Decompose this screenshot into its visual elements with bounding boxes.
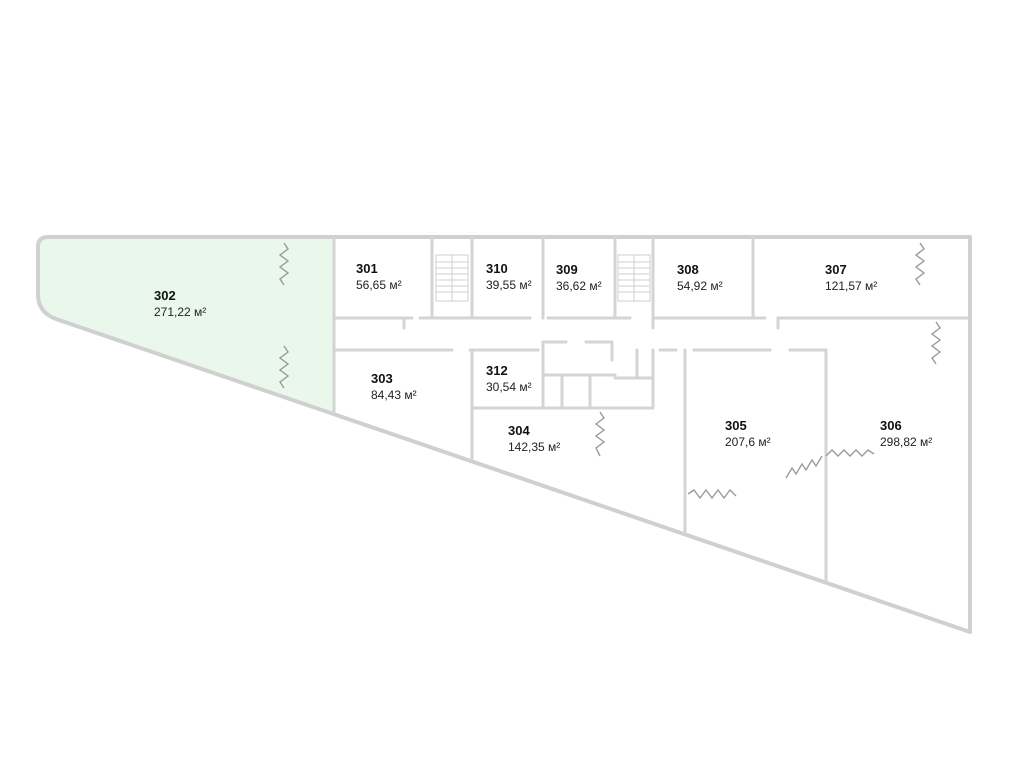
room-303[interactable]: 303 84,43 м²	[371, 371, 417, 402]
room-308[interactable]: 308 54,92 м²	[677, 262, 723, 293]
room-number: 302	[154, 288, 176, 303]
staircase-left	[435, 254, 469, 302]
walls	[332, 235, 970, 582]
room-number: 308	[677, 262, 699, 277]
room-301[interactable]: 301 56,65 м²	[356, 261, 402, 292]
room-number: 306	[880, 418, 902, 433]
room-number: 304	[508, 423, 530, 438]
room-number: 309	[556, 262, 578, 277]
room-305[interactable]: 305 207,6 м²	[725, 418, 771, 449]
room-area: 84,43 м²	[371, 388, 417, 402]
room-area: 54,92 м²	[677, 279, 723, 293]
room-number: 305	[725, 418, 747, 433]
room-area: 56,65 м²	[356, 278, 402, 292]
building-outline	[36, 235, 972, 634]
room-312[interactable]: 312 30,54 м²	[486, 363, 532, 394]
room-304[interactable]: 304 142,35 м²	[508, 423, 560, 454]
room-310[interactable]: 310 39,55 м²	[486, 261, 532, 292]
room-number: 307	[825, 262, 847, 277]
room-area: 121,57 м²	[825, 279, 877, 293]
room-number: 303	[371, 371, 393, 386]
staircase-right	[617, 254, 651, 302]
room-area: 142,35 м²	[508, 440, 560, 454]
room-number: 301	[356, 261, 378, 276]
zigzag-markers	[278, 242, 942, 500]
room-area: 30,54 м²	[486, 380, 532, 394]
room-number: 310	[486, 261, 508, 276]
room-area: 36,62 м²	[556, 279, 602, 293]
room-area: 298,82 м²	[880, 435, 932, 449]
room-area: 207,6 м²	[725, 435, 771, 449]
room-302[interactable]: 302 271,22 м²	[154, 288, 206, 319]
room-306[interactable]: 306 298,82 м²	[880, 418, 932, 449]
room-302-shape[interactable]	[38, 237, 334, 412]
room-area: 39,55 м²	[486, 278, 532, 292]
room-number: 312	[486, 363, 508, 378]
room-area: 271,22 м²	[154, 305, 206, 319]
room-307[interactable]: 307 121,57 м²	[825, 262, 877, 293]
room-309[interactable]: 309 36,62 м²	[556, 262, 602, 293]
